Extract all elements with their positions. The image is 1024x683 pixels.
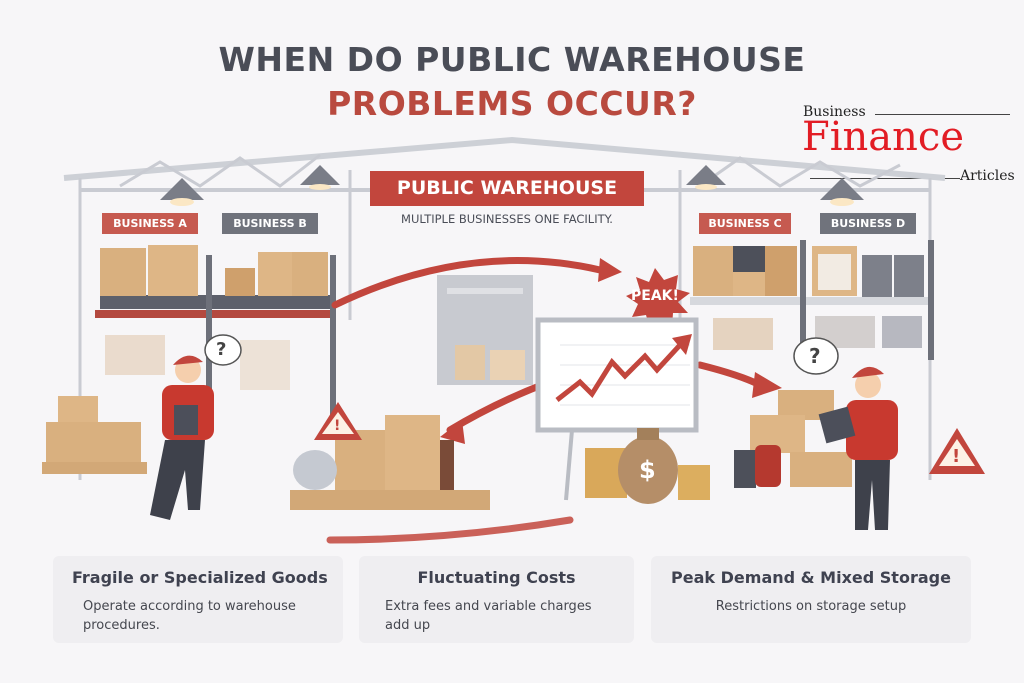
business-finance-articles-logo: Business Finance Articles	[800, 104, 1015, 186]
rising-cost-chart-icon	[535, 317, 699, 501]
page-title-line2: PROBLEMS OCCUR?	[327, 84, 697, 123]
exclamation-icon: !	[334, 418, 341, 434]
stacked-boxes-left	[42, 396, 147, 474]
card-title: Fragile or Specialized Goods	[72, 568, 328, 587]
money-bag-coins-icon	[585, 428, 710, 504]
business-d-label: BUSINESS D	[820, 213, 916, 234]
card-desc-line1: Operate according to warehouse	[83, 599, 296, 614]
warehouse-subtitle: MULTIPLE BUSINESSES ONE FACILITY.	[401, 212, 613, 226]
warehouse-illustration	[42, 136, 985, 544]
logo-finance-text: Finance	[802, 114, 964, 160]
arrow-to-worker-icon	[696, 361, 764, 389]
card-desc-line2: add up	[385, 618, 431, 633]
card-title: Fluctuating Costs	[417, 568, 576, 587]
ceiling-lamp-icon	[160, 165, 864, 206]
card-title: Peak Demand & Mixed Storage	[671, 568, 951, 587]
shelf-business-a-b	[95, 245, 336, 435]
page-title-line1: WHEN DO PUBLIC WAREHOUSE	[218, 40, 806, 79]
card-fragile-goods: Fragile or Specialized Goods Operate acc…	[53, 556, 343, 643]
card-desc-line2: procedures.	[83, 618, 160, 633]
worker-left-icon	[150, 334, 242, 520]
business-c-label: BUSINESS C	[699, 213, 791, 234]
business-b-label: BUSINESS B	[222, 213, 318, 234]
question-mark-icon: ?	[216, 339, 227, 360]
public-warehouse-sign: PUBLIC WAREHOUSE	[370, 171, 644, 206]
logo-business-text: Business	[803, 104, 866, 120]
exclamation-icon: !	[952, 446, 961, 467]
logo-articles-text: Articles	[960, 168, 1015, 184]
peak-badge-text: PEAK!	[631, 288, 679, 304]
question-mark-icon: ?	[809, 344, 821, 368]
worker-right-icon	[793, 337, 898, 530]
loading-dock-door	[437, 275, 533, 385]
card-fluctuating-costs: Fluctuating Costs Extra fees and variabl…	[359, 556, 634, 643]
arrow-bottom-icon	[326, 516, 574, 544]
card-desc-line1: Extra fees and variable charges	[385, 599, 592, 614]
arrow-to-peak-icon	[331, 257, 604, 309]
card-peak-demand: Peak Demand & Mixed Storage Restrictions…	[651, 556, 971, 643]
business-a-label: BUSINESS A	[102, 213, 198, 234]
dollar-icon: $	[639, 456, 656, 484]
peak-burst-icon	[626, 268, 690, 329]
warning-icon	[314, 402, 985, 474]
card-desc-line1: Restrictions on storage setup	[715, 599, 907, 614]
fragile-goods-pile	[290, 415, 490, 510]
